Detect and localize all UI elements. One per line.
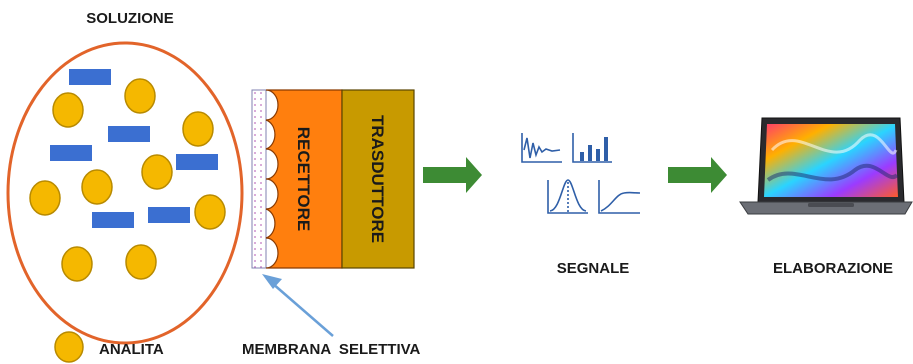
- analyte-circle: [29, 180, 61, 216]
- laptop-base: [739, 201, 913, 215]
- receptor-block: [265, 89, 343, 269]
- selective-membrane: [251, 89, 267, 269]
- analyte-circle: [141, 154, 173, 190]
- analyte-circle: [182, 111, 214, 147]
- interferent-rect: [108, 126, 150, 142]
- analyte-molecules: [29, 78, 226, 282]
- membrane-pointer-arrowhead: [262, 274, 282, 289]
- signal-label: SEGNALE: [557, 260, 630, 277]
- interferent-rect: [50, 145, 92, 161]
- saturation-curve-icon: [598, 180, 641, 214]
- transducer-block: [341, 89, 415, 269]
- laptop-screen: [764, 124, 898, 197]
- analyte-circle: [124, 78, 156, 114]
- interferent-rect: [176, 154, 218, 170]
- membrane-label: MEMBRANA SELETTIVA: [242, 341, 420, 358]
- processing-label: ELABORAZIONE: [773, 260, 893, 277]
- flow-arrow-to-signal: [423, 157, 482, 193]
- interferent-rect: [148, 207, 190, 223]
- gaussian-peak-icon: [547, 179, 588, 214]
- analyte-circle: [52, 92, 84, 128]
- transducer-label: TRASDUTTORE: [368, 115, 387, 243]
- analyte-circle: [61, 246, 93, 282]
- analyte-circle: [81, 169, 113, 205]
- bar-chart-icon: [572, 133, 612, 163]
- analyte-circle: [125, 244, 157, 280]
- laptop-icon: [739, 117, 913, 215]
- damped-oscillation-icon: [521, 133, 562, 163]
- interferent-rect: [69, 69, 111, 85]
- signal-icons: [521, 133, 641, 214]
- interferent-molecules: [50, 69, 218, 228]
- interferent-rect: [92, 212, 134, 228]
- analyte-legend-icon: [54, 331, 84, 363]
- receptor-label: RECETTORE: [294, 127, 313, 232]
- analyte-legend-label: ANALITA: [99, 341, 164, 358]
- analyte-circle: [194, 194, 226, 230]
- solution-label: SOLUZIONE: [86, 10, 174, 27]
- flow-arrow-to-processing: [668, 157, 727, 193]
- membrane-pointer-arrow: [271, 282, 334, 337]
